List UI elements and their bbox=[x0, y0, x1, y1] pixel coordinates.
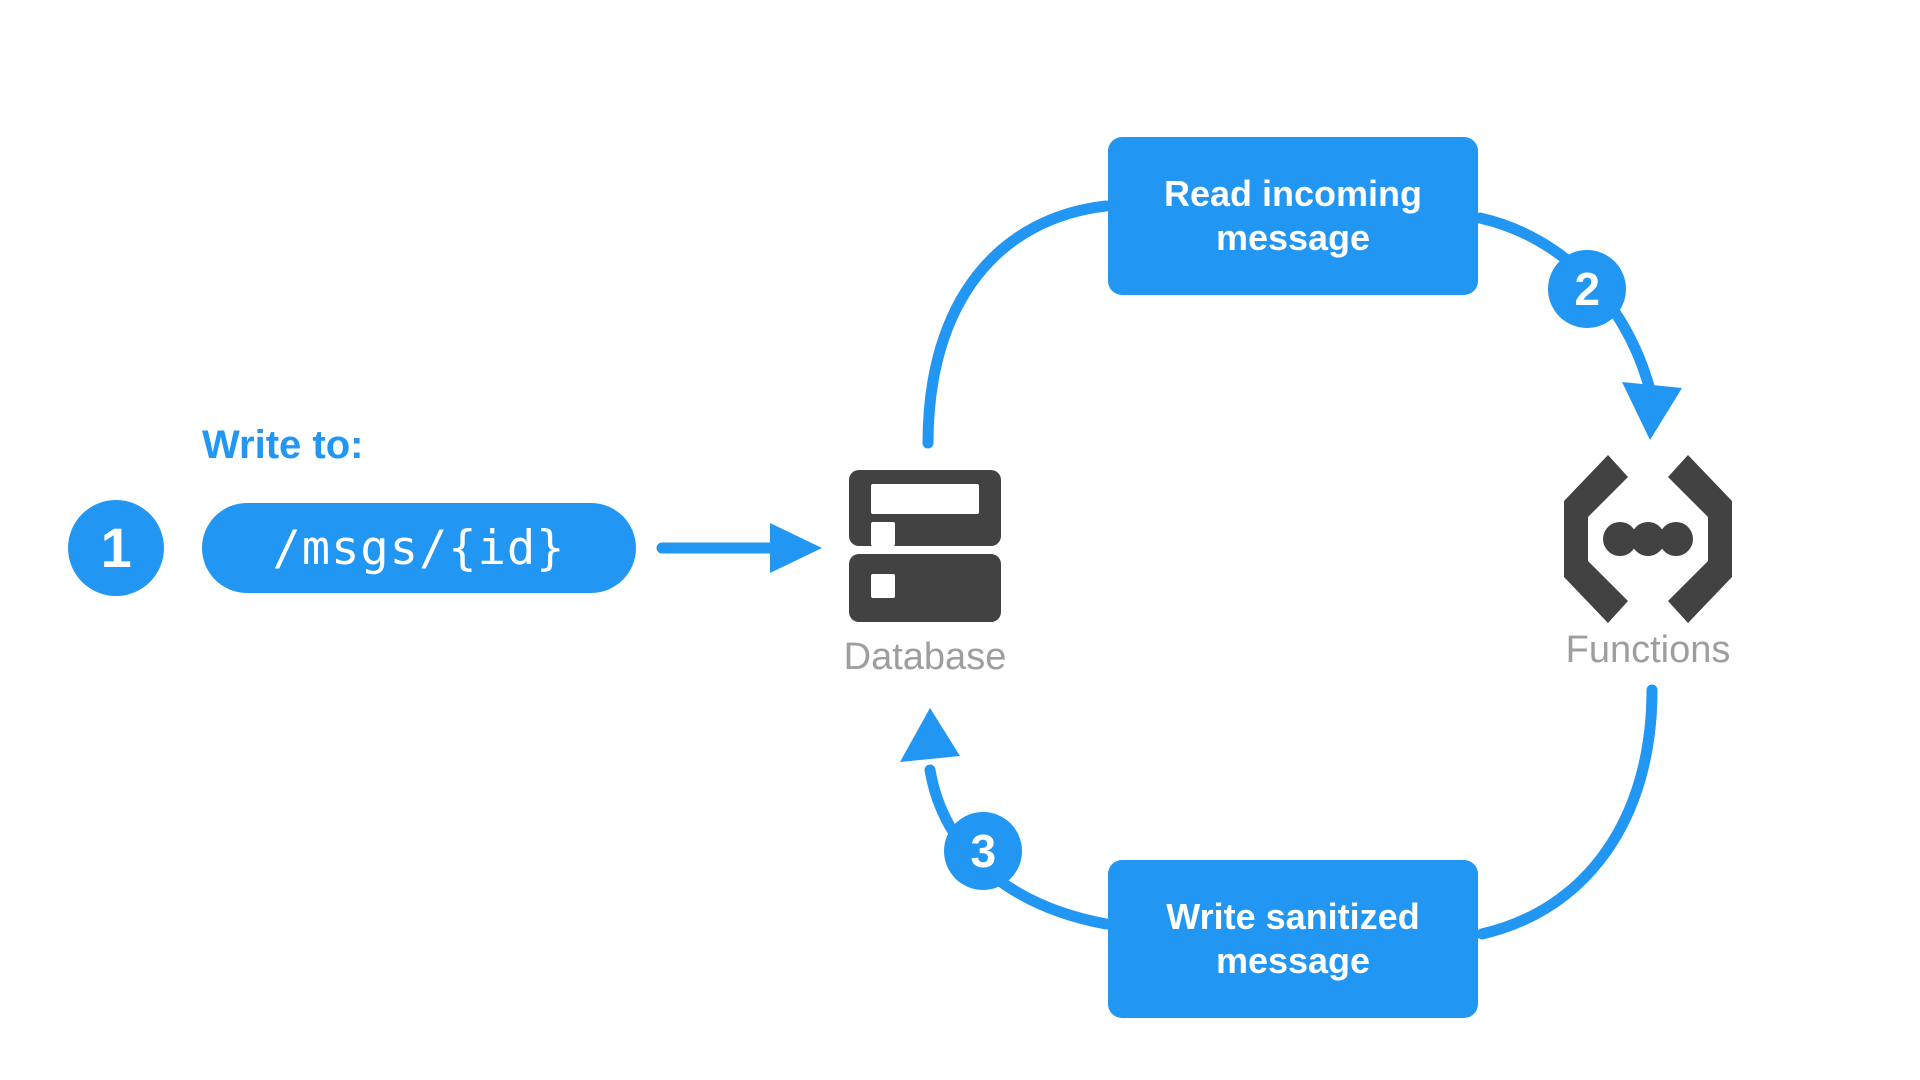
connector-database-to-read-box bbox=[922, 200, 1112, 449]
read-box-line-2: message bbox=[1215, 217, 1371, 258]
connector-functions-to-write-box bbox=[1476, 684, 1658, 940]
database-caption: Database bbox=[843, 636, 1007, 678]
connector-write-box-to-database bbox=[900, 708, 1112, 930]
step-badge-2: 2 bbox=[1548, 250, 1626, 328]
action-box-write-sanitized-message[interactable]: Write sanitized message bbox=[1108, 860, 1478, 1018]
step-badge-3: 3 bbox=[944, 812, 1022, 890]
write-box-line-2: message bbox=[1215, 940, 1371, 981]
step-badge-1: 1 bbox=[68, 500, 164, 596]
node-database[interactable]: Database bbox=[820, 470, 1030, 679]
action-box-read-incoming-message[interactable]: Read incoming message bbox=[1108, 137, 1478, 295]
database-path-pill[interactable]: /msgs/{id} bbox=[202, 503, 636, 593]
read-box-line-1: Read incoming bbox=[1163, 173, 1423, 215]
functions-braces-icon bbox=[1552, 455, 1744, 623]
database-icon bbox=[845, 470, 1005, 622]
functions-caption: Functions bbox=[1565, 629, 1731, 671]
write-box-line-1: Write sanitized bbox=[1166, 896, 1420, 938]
node-functions[interactable]: Functions bbox=[1528, 455, 1768, 672]
write-to-label: Write to: bbox=[202, 423, 364, 467]
connector-pill-to-database bbox=[656, 523, 822, 573]
